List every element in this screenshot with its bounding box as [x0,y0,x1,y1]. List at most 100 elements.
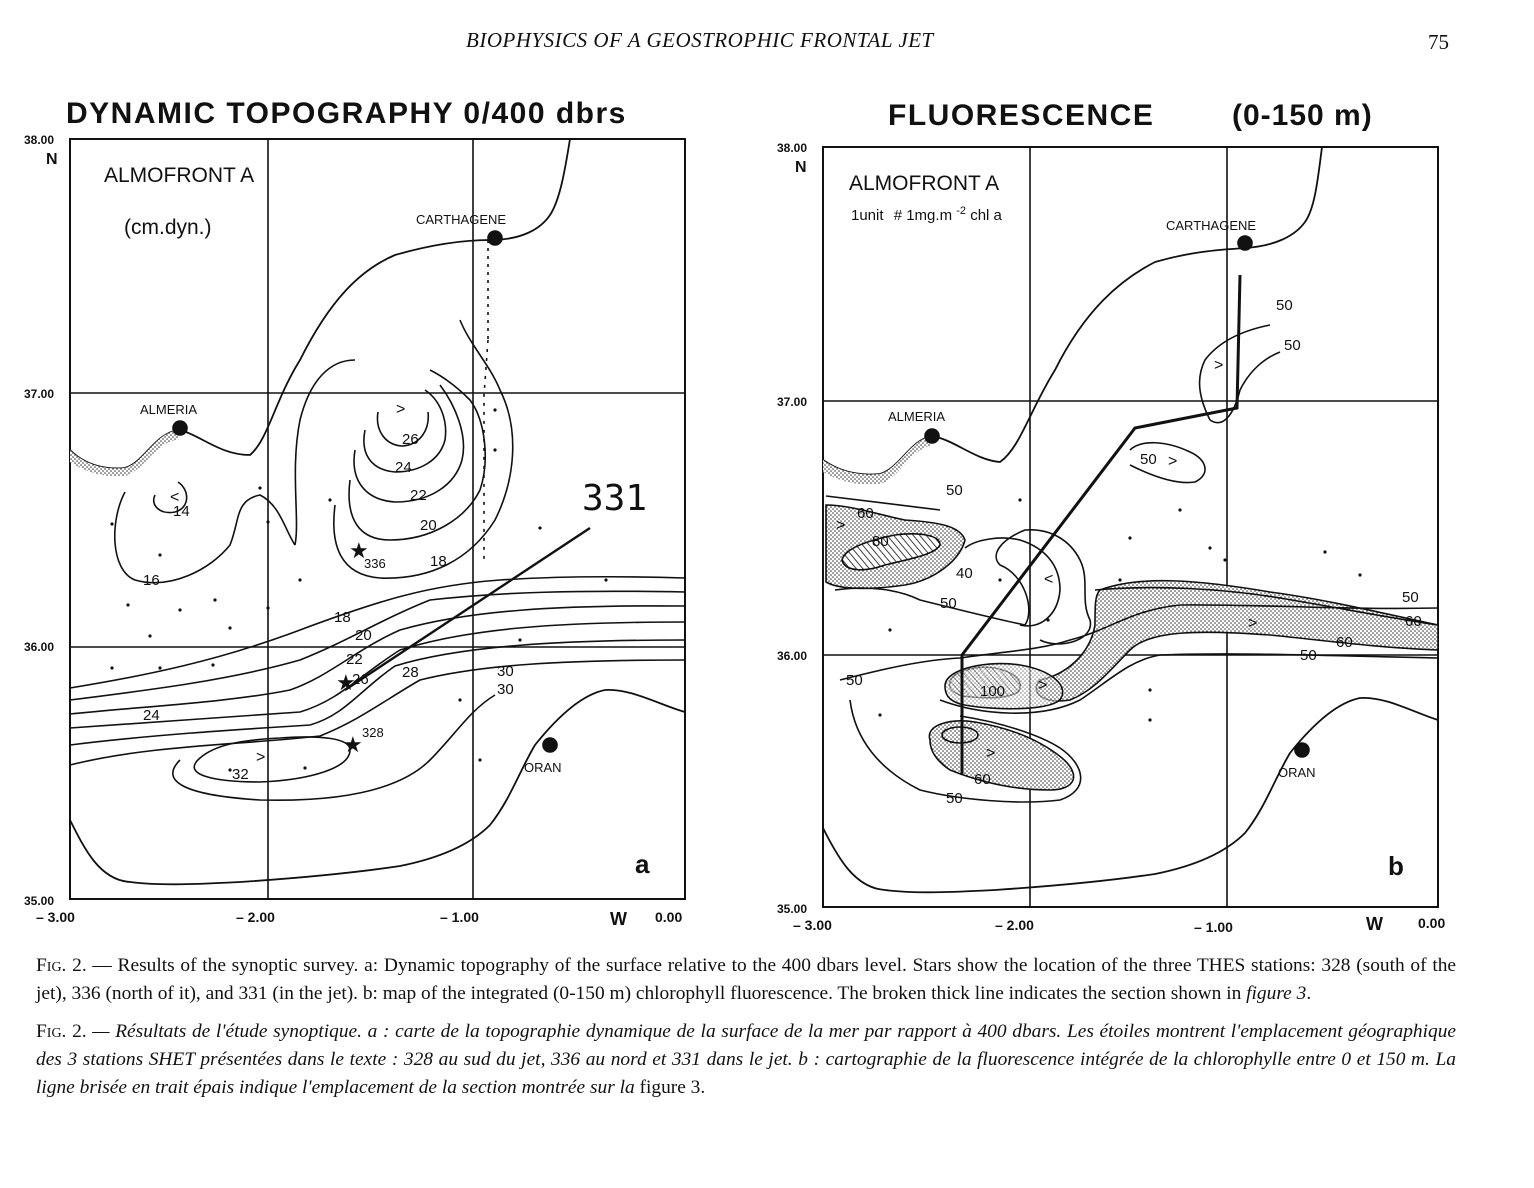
panel-b-yunit: N [795,159,807,176]
panel-a-contour-label-14: 14 [173,503,190,520]
panel-a-contour-30 [172,694,496,802]
panel-b-ytick-38: 38.00 [777,141,807,155]
panel-b-contour-50-west [825,495,941,511]
panel-a-spain-coast-shade [70,430,180,477]
panel-b-contour-label-40: 40 [956,565,973,582]
caption-english: Fig. 2. — Results of the synoptic survey… [36,952,1456,1008]
panel-b-arrow-6: > [986,745,995,762]
panel-a-letter: a [635,849,650,879]
panel-a-contour-label-30a: 30 [497,663,514,680]
panel-b-spain-coast [822,146,1323,476]
panel-a-contour-jet-18 [69,575,686,689]
panel-b-contour-60-jet [1094,586,1439,626]
panel-a-station-label-331: 331 [582,478,647,519]
caption-french-text: — Résultats de l'étude synoptique. a : c… [36,1021,1456,1098]
panel-a-star-331: ★ [336,670,356,695]
panel-b-contour-label-60d: 60 [974,771,991,788]
panel-b-units-suffix: chl a [970,207,1002,224]
panel-a-contour-label-18b: 18 [334,609,351,626]
panel-a-contour-16 [113,491,296,584]
panel-a-contour-jet-26 [69,639,686,746]
panel-a-station-dots [110,408,608,772]
panel-b-contour-label-50c: 50 [1140,451,1157,468]
panel-a-label-cartagena: CARTHAGENE [416,212,506,227]
panel-a-label-oran: ORAN [524,760,562,775]
panel-b-units-exp: -2 [956,205,966,217]
panel-a-contour-label-28: 28 [402,664,419,681]
panel-a-contour-24 [363,389,447,473]
panel-a-contour-22 [353,384,465,503]
panel-a-contour-32 [193,736,351,783]
panel-b-arrow-1: > [1214,357,1223,374]
panel-a-arrow-3: > [256,749,265,766]
panel-b-units-prefix: 1unit [851,207,884,224]
panel-b-contour-label-50a: 50 [1276,297,1293,314]
panel-b-patch-60-jet [1035,579,1439,702]
panel-a-city-cartagena-dot [487,230,503,246]
panel-a-ytick-35: 35.00 [24,894,54,908]
panel-b-label-oran: ORAN [1278,765,1316,780]
panel-b-xtick-3: – 3.00 [793,917,832,933]
panel-b-arrow-3: < [1044,571,1053,588]
panel-a-contour-label-26a: 26 [402,431,419,448]
panel-b-contour-label-60b: 60 [1405,613,1422,630]
figure-captions: Fig. 2. — Results of the synoptic survey… [36,952,1456,1112]
panel-a-contour-label-18a: 18 [430,553,447,570]
panel-a-map: ★ ★ ★ [69,138,686,900]
panel-a-yunit: N [46,151,58,168]
panel-b-contour-50-jet-south [939,653,1439,714]
panel-a-title: DYNAMIC TOPOGRAPHY 0/400 dbrs [66,97,627,130]
panel-b-label-cartagena: CARTHAGENE [1166,218,1256,233]
panel-b-map [822,146,1439,908]
panel-a-contour-jet-28 [69,659,686,766]
panel-b-contour-label-50e: 50 [940,595,957,612]
panel-a-xtick-3: – 3.00 [36,909,75,925]
panel-b-contour-50-mid [834,529,1092,645]
panel-b-contour-label-80: 80 [872,533,889,550]
panel-b-xtick-1: – 1.00 [1194,919,1233,935]
panel-b-contour-label-50f: 50 [1402,589,1419,606]
panel-b-cruise: ALMOFRONT A [849,172,999,195]
panel-a-units: (cm.dyn.) [124,216,212,239]
panel-b-contour-label-100: 100 [980,683,1005,700]
panel-a-star-328: ★ [343,732,363,757]
panel-a-contour-label-20b: 20 [355,627,372,644]
panel-b-units-value: 1mg.m [906,207,952,224]
panel-b-africa-coast [822,697,1439,894]
panel-a-label-almeria: ALMERIA [140,402,197,417]
panel-a-cruise: ALMOFRONT A [104,164,254,187]
panel-b-contour-label-50i: 50 [946,790,963,807]
panel-b-title-range: (0-150 m) [1232,99,1373,132]
panel-a-contour-20 [348,369,486,541]
panel-b-xunit: W [1366,914,1383,934]
caption-french-end: . [700,1077,706,1098]
caption-english-end: . [1306,983,1312,1004]
panel-a-xtick-1: – 1.00 [440,909,479,925]
panel-b-contour-50-north [1129,441,1206,484]
panel-a-spain-coast [69,138,571,470]
panel-b-contour-50-cartagena [1198,324,1281,424]
panel-b-contour-label-50d: 50 [946,482,963,499]
panel-a-contour-label-26b: 26 [352,671,369,688]
journal-title: BIOPHYSICS OF A GEOSTROPHIC FRONTAL JET [466,28,934,52]
panel-b-letter: b [1388,851,1404,881]
panel-a-contour-14 [153,481,188,514]
panel-a-africa-coast [69,689,686,886]
panel-b-ytick-37: 37.00 [777,395,807,409]
panel-a-city-almeria-dot [172,420,188,436]
panel-b-xtick-2: – 2.00 [995,917,1034,933]
panel-b-ring-60 [941,726,979,744]
panel-a-contour-26 [376,411,429,447]
panel-a-arrow-1: < [170,489,179,506]
panel-a-section-line-2 [483,339,489,560]
panel-a-contour-label-24b: 24 [143,707,160,724]
panel-b-station-dots [878,498,1362,722]
panel-a-contour-label-22b: 22 [346,651,363,668]
panel-b-arrow-2: > [1168,453,1177,470]
panel-b-contour-50-jet [839,604,1439,681]
panel-a-ytick-37: 37.00 [24,387,54,401]
caption-french-figure-ref: figure 3 [639,1077,701,1098]
panel-b-city-oran-dot [1294,742,1310,758]
figure-svg: ★ ★ ★ DYNAMIC TOPOGRAPHY 0/400 dbrs ALMO… [24,97,1445,935]
panel-b-contour-label-60c: 60 [1336,634,1353,651]
